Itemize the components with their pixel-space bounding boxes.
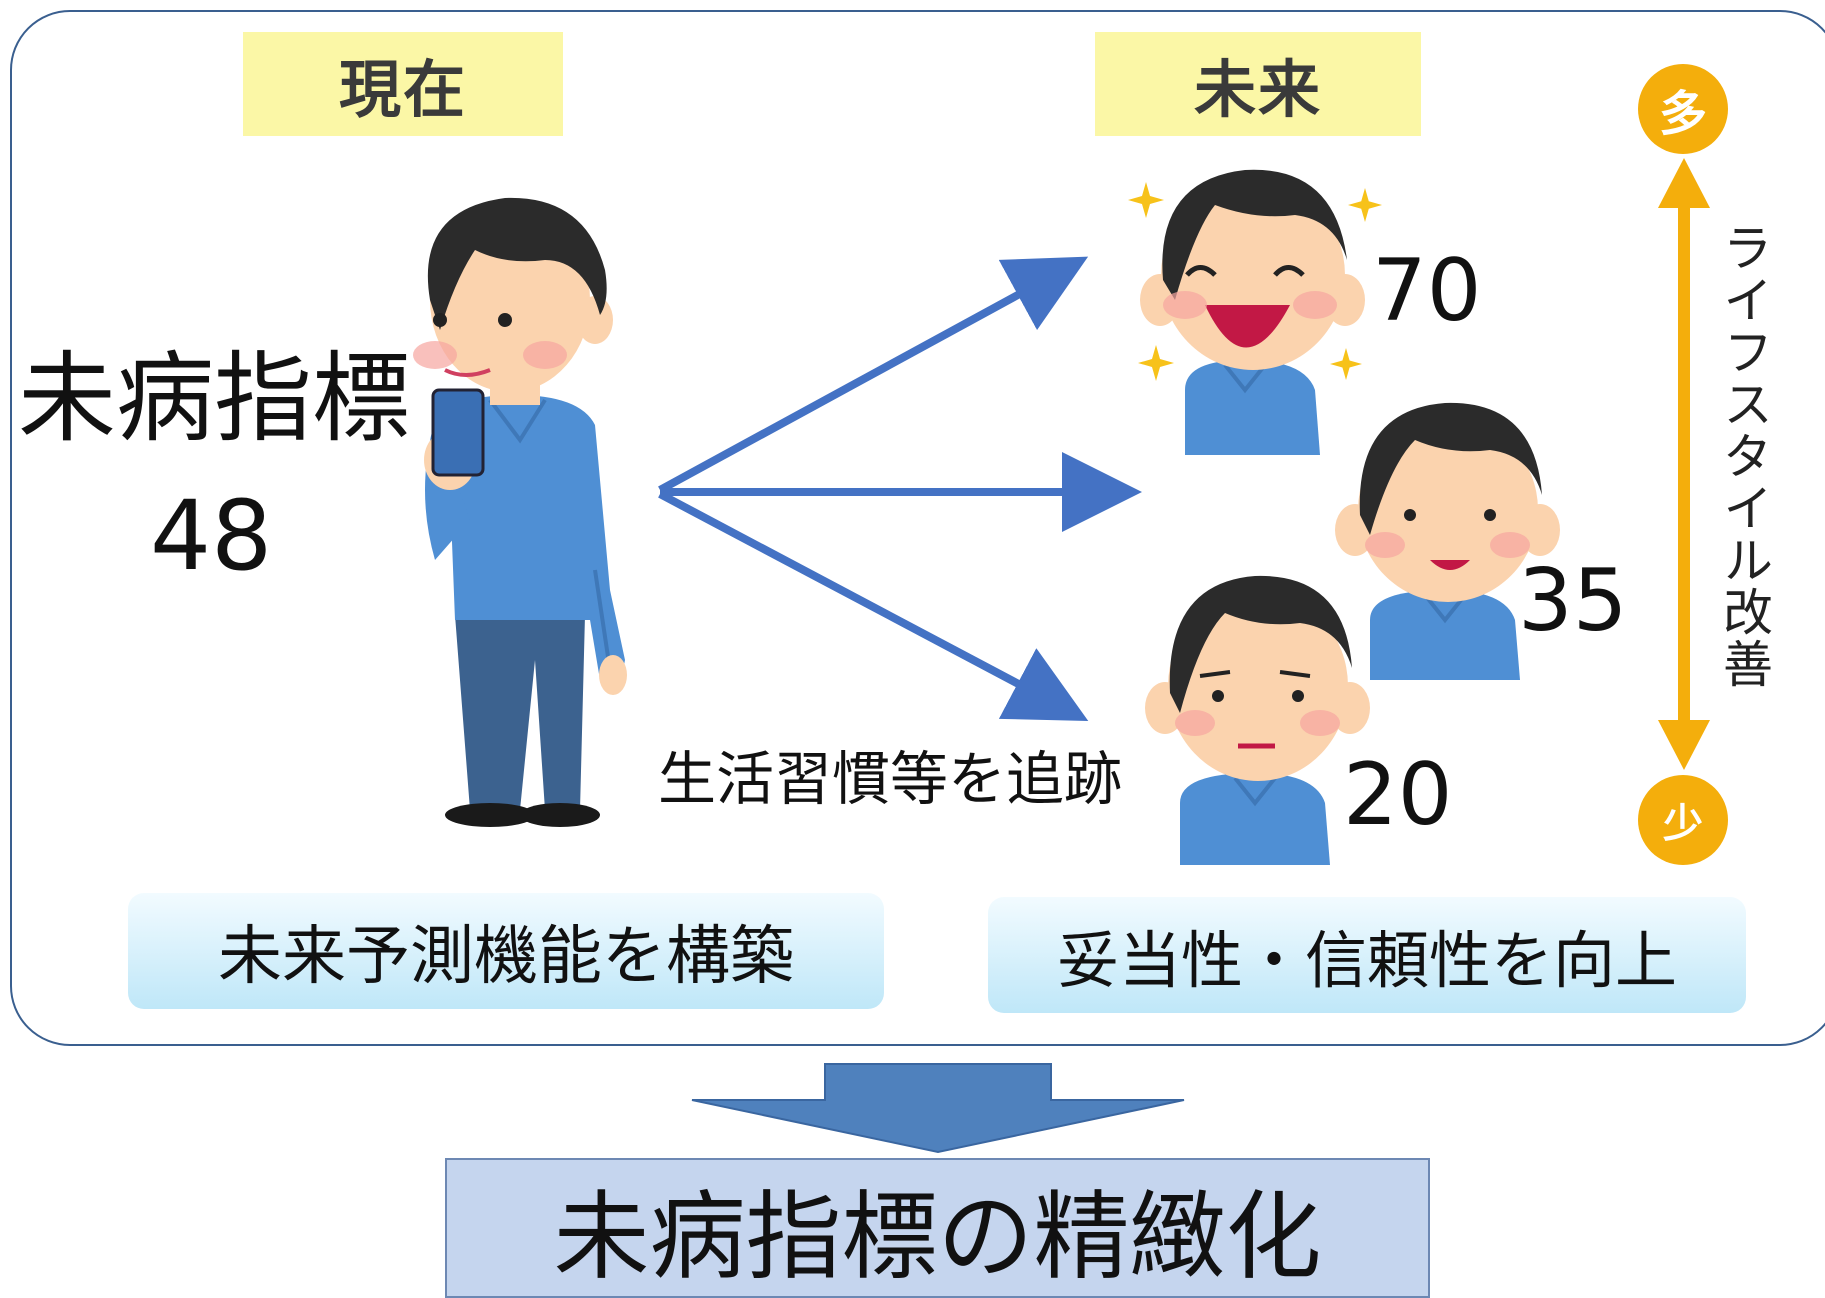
result-box: 未病指標の精緻化 bbox=[445, 1158, 1430, 1298]
smiling-face-icon bbox=[1335, 402, 1560, 680]
scale-low-circle: 少 bbox=[1638, 775, 1728, 865]
sparkle-icon bbox=[1128, 182, 1164, 218]
tracking-text: 生活習慣等を追跡 bbox=[658, 745, 1123, 813]
neutral-face-icon bbox=[1145, 575, 1370, 865]
future-value-mid: 35 bbox=[1518, 551, 1628, 651]
sparkle-icon bbox=[1138, 345, 1174, 381]
standing-person-with-phone-icon bbox=[413, 197, 627, 827]
future-value-high: 70 bbox=[1372, 241, 1482, 341]
scale-double-arrow bbox=[1658, 158, 1710, 770]
current-value: 48 bbox=[150, 480, 273, 592]
index-label: 未病指標 bbox=[18, 342, 411, 456]
laughing-face-icon bbox=[1140, 169, 1365, 455]
scale-high-circle: 多 bbox=[1638, 64, 1728, 154]
scale-label: ライフスタイル改善 bbox=[1715, 222, 1773, 690]
build-forecast-pill: 未来予測機能を構築 bbox=[128, 893, 884, 1009]
present-label: 現在 bbox=[243, 32, 563, 136]
future-value-low: 20 bbox=[1343, 745, 1453, 845]
sparkle-icon bbox=[1330, 348, 1362, 380]
sparkle-icon bbox=[1348, 188, 1382, 222]
improve-reliability-pill: 妥当性・信頼性を向上 bbox=[988, 897, 1746, 1013]
future-label: 未来 bbox=[1095, 32, 1421, 136]
down-arrow bbox=[691, 1063, 1185, 1154]
